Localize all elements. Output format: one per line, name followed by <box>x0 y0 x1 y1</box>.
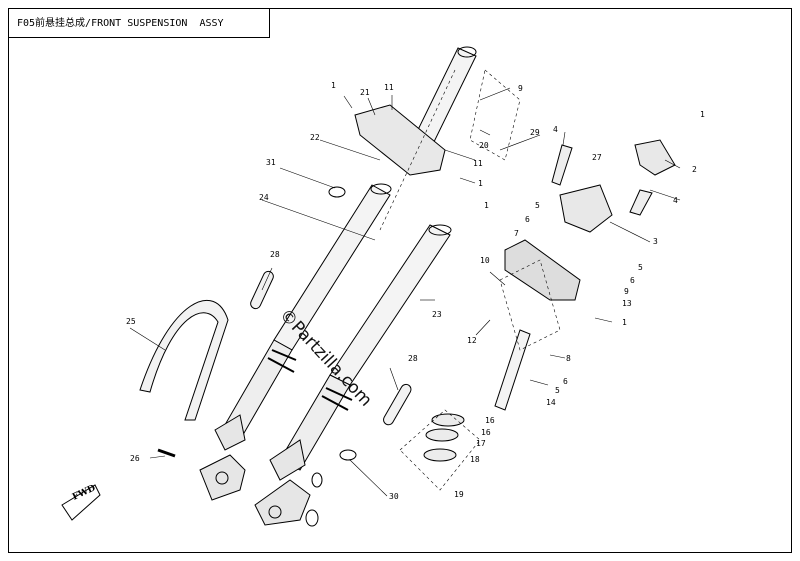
forward-arrow <box>61 484 101 521</box>
callout-22: 22 <box>310 133 320 142</box>
fork-bottom-right <box>254 439 323 527</box>
callout-23: 23 <box>432 310 442 319</box>
callout-1-e: 1 <box>622 318 627 327</box>
callout-21: 21 <box>360 88 370 97</box>
oring-31 <box>328 186 346 198</box>
callout-8: 8 <box>566 354 571 363</box>
callout-20: 20 <box>479 141 489 150</box>
callout-18: 18 <box>470 455 480 464</box>
callout-1-d: 1 <box>484 201 489 210</box>
callout-28-a: 28 <box>270 250 280 259</box>
handlebar-clamp-3 <box>559 184 613 233</box>
callout-1-b: 1 <box>700 110 705 119</box>
oring-30 <box>339 449 357 461</box>
callout-27: 27 <box>592 153 602 162</box>
callout-4-b: 4 <box>673 196 678 205</box>
callout-17: 17 <box>476 439 486 448</box>
steering-stem <box>494 329 531 411</box>
callout-13: 13 <box>622 299 632 308</box>
upper-triple-clamp <box>354 104 446 176</box>
callout-5-b: 5 <box>638 263 643 272</box>
callout-6-b: 6 <box>630 276 635 285</box>
callout-19: 19 <box>454 490 464 499</box>
callout-1-a: 1 <box>331 81 336 90</box>
callout-9-b: 9 <box>624 287 629 296</box>
callout-24: 24 <box>259 193 269 202</box>
drawing-frame <box>8 8 792 553</box>
callout-5-c: 5 <box>555 386 560 395</box>
diagram-title: F05前悬挂总成/FRONT SUSPENSION ASSY <box>17 18 224 29</box>
title-block <box>8 8 270 38</box>
callout-6-a: 6 <box>525 215 530 224</box>
bolt-4-upper <box>551 144 573 186</box>
callout-10: 10 <box>480 256 490 265</box>
reflector-28-lower <box>383 383 412 426</box>
callout-4-a: 4 <box>553 125 558 134</box>
callout-11-a: 11 <box>384 83 394 92</box>
callout-26: 26 <box>130 454 140 463</box>
callout-12: 12 <box>467 336 477 345</box>
bolt-26 <box>157 448 176 458</box>
bearing-stack <box>423 413 465 462</box>
callout-2: 2 <box>692 165 697 174</box>
callout-6-c: 6 <box>563 377 568 386</box>
fender-bracket-25 <box>139 300 229 421</box>
callout-28-b: 28 <box>408 354 418 363</box>
callout-31: 31 <box>266 158 276 167</box>
bolt-4-lower <box>629 189 653 216</box>
callout-16-b: 16 <box>481 428 491 437</box>
callout-14: 14 <box>546 398 556 407</box>
callout-29: 29 <box>530 128 540 137</box>
handlebar-clamp-top-2 <box>634 139 676 176</box>
callout-11-b: 11 <box>473 159 483 168</box>
callout-9-a: 9 <box>518 84 523 93</box>
callout-30: 30 <box>389 492 399 501</box>
callout-1-c: 1 <box>478 179 483 188</box>
callout-7: 7 <box>514 229 519 238</box>
fork-bottom-left <box>199 414 246 501</box>
callout-5-a: 5 <box>535 201 540 210</box>
lower-triple-clamp-13 <box>504 239 581 301</box>
callout-25: 25 <box>126 317 136 326</box>
callout-3: 3 <box>653 237 658 246</box>
callout-16-a: 16 <box>485 416 495 425</box>
